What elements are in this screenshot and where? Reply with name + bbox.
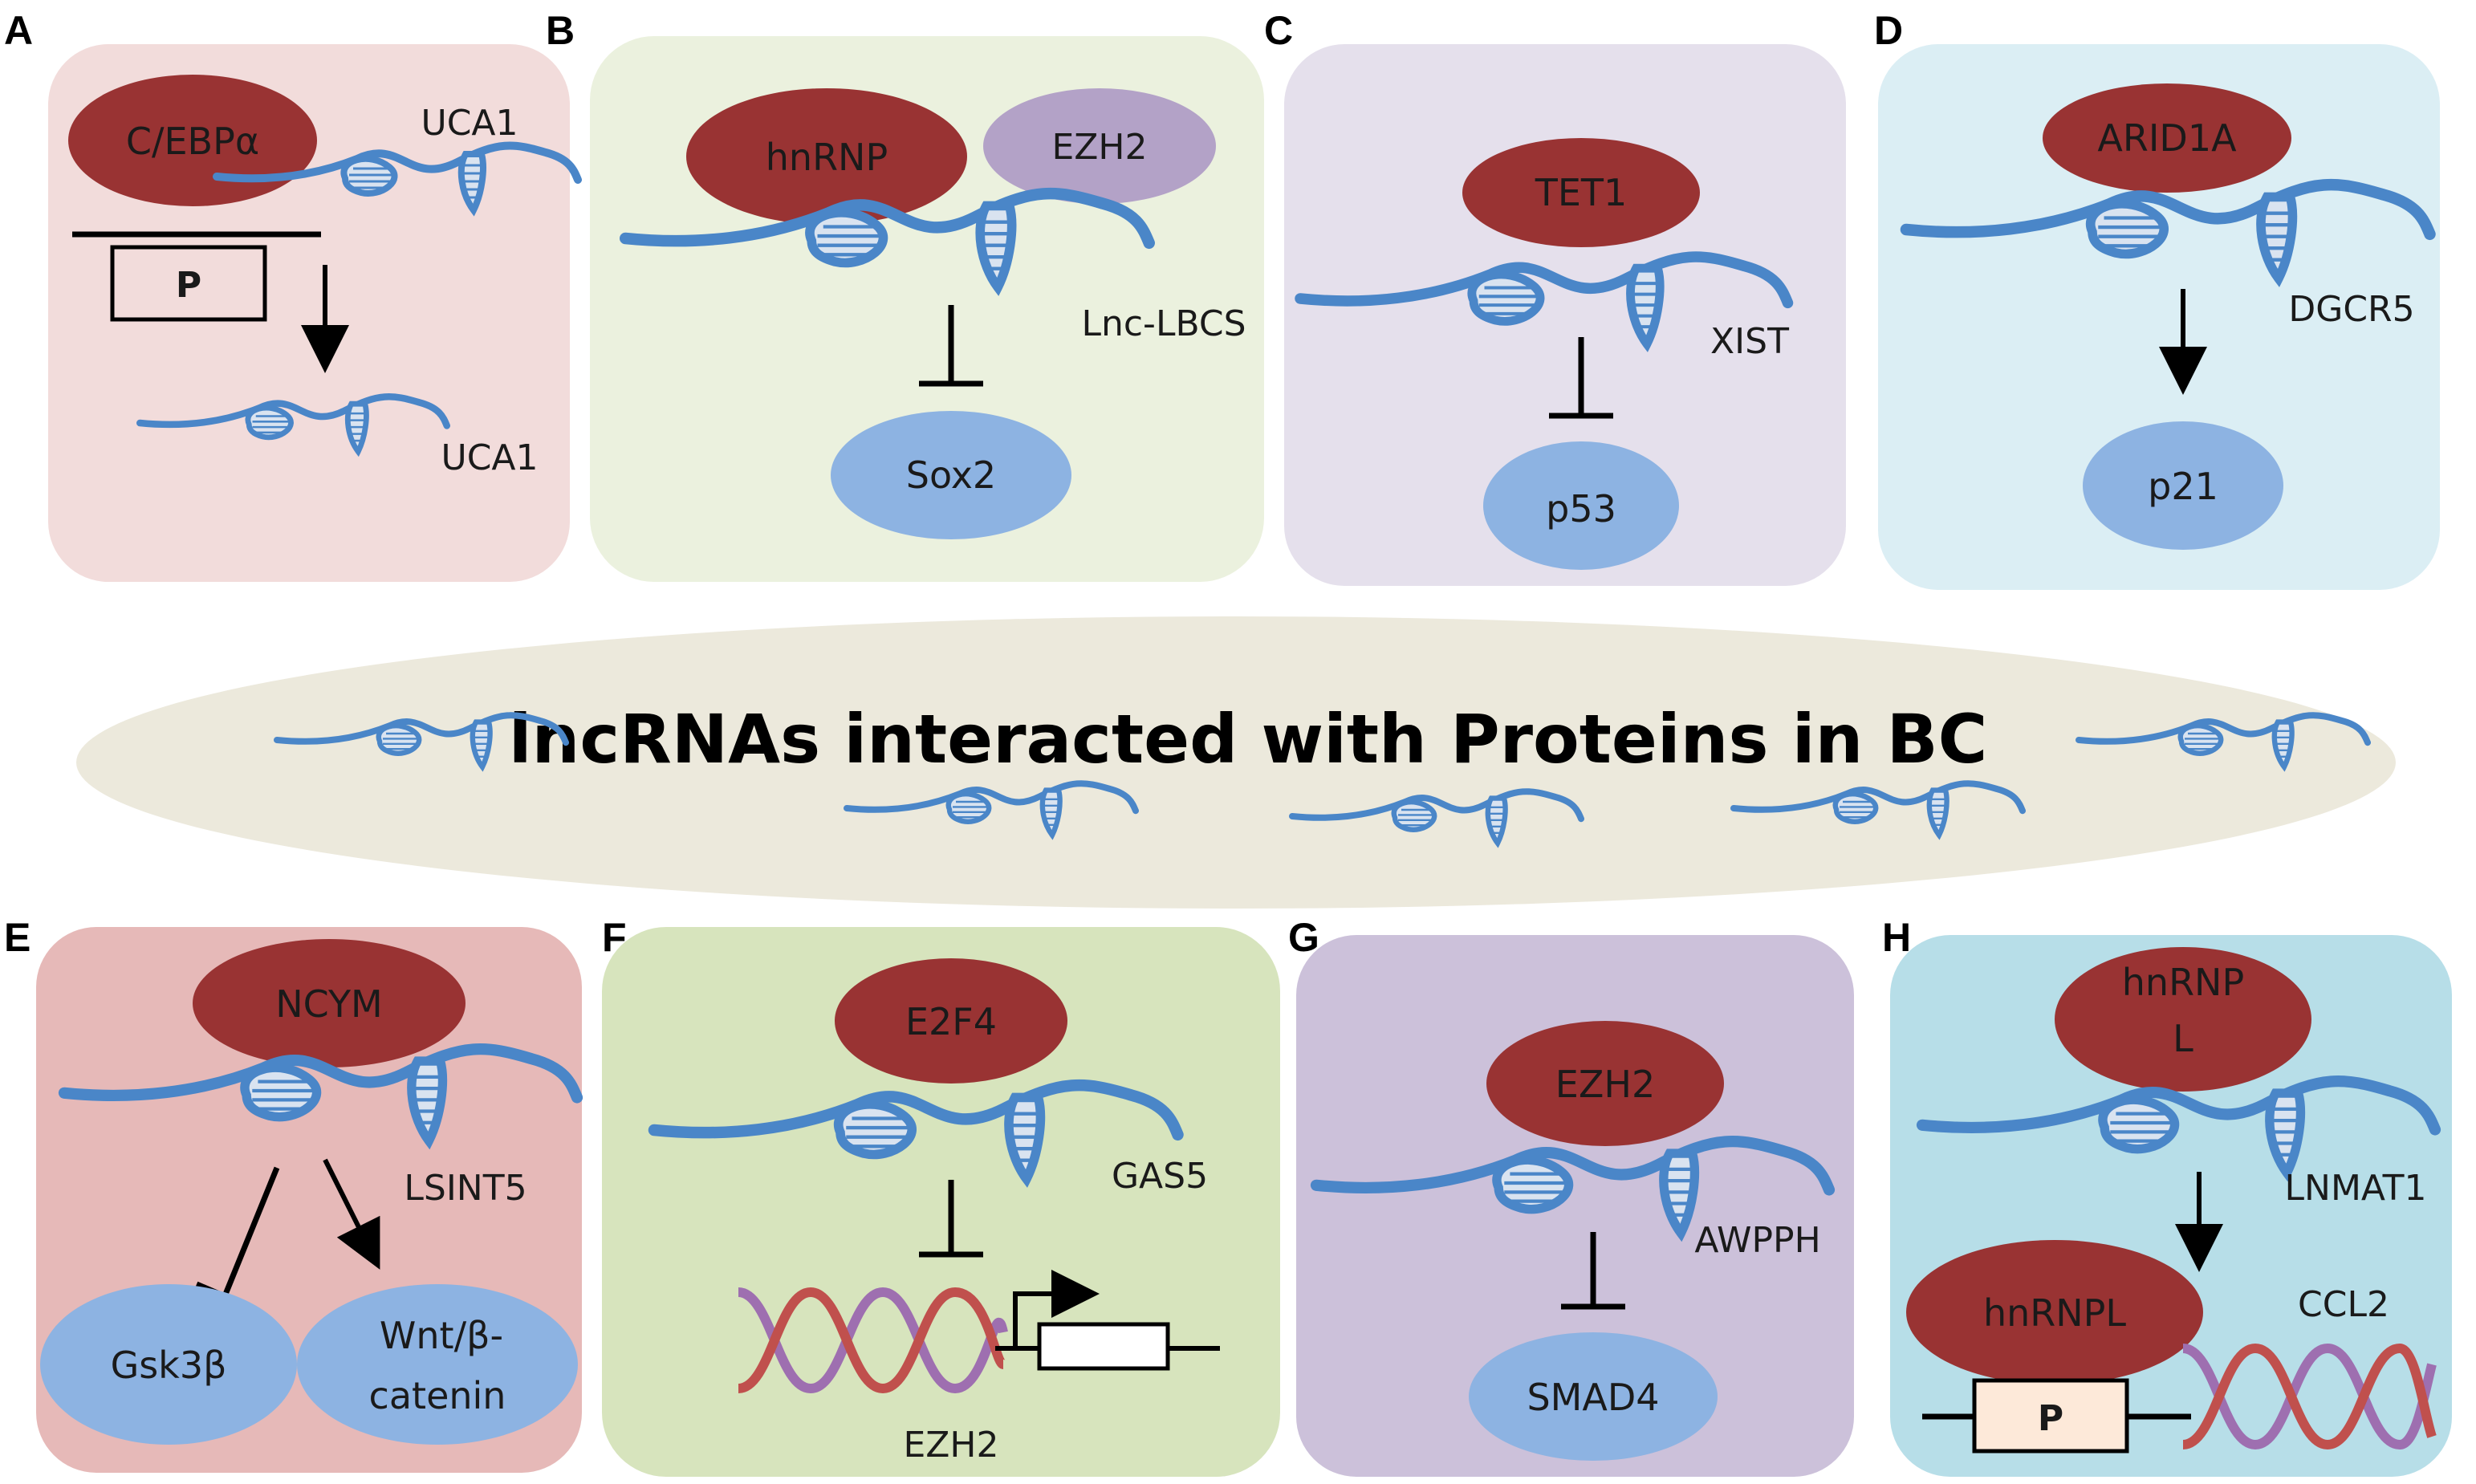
center-band: lncRNAs interacted with Proteins in BC (76, 616, 2396, 909)
protein-label-hnrnpl: hnRNPL (1983, 1291, 2126, 1335)
gene-box-f (1037, 1322, 1170, 1371)
dna-helix-f (737, 1287, 1008, 1394)
panel-letter-c: C (1264, 8, 1293, 53)
lnc-label-lnc-lbcs: Lnc-LBCS (1081, 303, 1246, 344)
protein-label-hnrnp-l-line2: L (2173, 1017, 2193, 1060)
panel-letter-a: A (4, 8, 33, 53)
protein-label-ezh2-g: EZH2 (1555, 1063, 1655, 1106)
dna-helix-h (2181, 1343, 2437, 1450)
lnc-label-awpph: AWPPH (1694, 1220, 1820, 1261)
panel-a: C/EBPα UCA1 P UCA1 (48, 44, 578, 582)
target-label-p21: p21 (2148, 465, 2218, 508)
promoter-box-h (1972, 1378, 2129, 1454)
protein-oval-ezh2-b (983, 88, 1216, 204)
inhibition-line-e (222, 1166, 280, 1298)
protein-oval-hnrnpl (1906, 1240, 2203, 1384)
target-oval-sox2 (831, 411, 1071, 539)
target-label-gsk3b: Gsk3β (111, 1344, 227, 1387)
target-oval-p53 (1483, 441, 1679, 570)
lnc-label-uca1-top: UCA1 (421, 103, 518, 144)
arrow-activation-e (323, 1158, 380, 1270)
target-label-p53: p53 (1546, 487, 1616, 531)
protein-oval-tet1 (1462, 138, 1700, 247)
promoter-box (110, 245, 267, 322)
lnc-label-uca1-bottom: UCA1 (441, 437, 538, 478)
lnc-label-gas5: GAS5 (1112, 1156, 1208, 1197)
panel-f: E2F4 GAS5 EZH2 (602, 927, 1280, 1477)
protein-oval-e2f4 (835, 958, 1067, 1084)
promoter-label-a: P (176, 265, 201, 306)
promoter-label-h: P (2038, 1398, 2063, 1439)
protein-label-hnrnp: hnRNP (766, 136, 888, 179)
panel-c: TET1 XIST p53 (1284, 44, 1846, 586)
protein-label-tet1: TET1 (1535, 171, 1628, 214)
panel-letter-b: B (546, 8, 575, 53)
protein-label-arid1a: ARID1A (2097, 116, 2237, 160)
target-oval-wnt-catenin (297, 1284, 578, 1445)
panel-d-background (1878, 44, 2440, 590)
protein-oval-ezh2-g (1486, 1021, 1724, 1146)
protein-label-ncym: NCYM (275, 982, 383, 1026)
protein-oval-ncym (193, 939, 466, 1067)
panel-letter-e: E (4, 915, 30, 960)
lnc-label-xist: XIST (1710, 321, 1789, 362)
protein-label-hnrnp-l-line1: hnRNP (2122, 961, 2244, 1004)
panel-b: hnRNP EZH2 Lnc-LBCS Sox2 (590, 36, 1264, 582)
panel-letter-f: F (602, 915, 627, 960)
panel-d: ARID1A DGCR5 p21 (1878, 44, 2440, 590)
panel-letter-d: D (1874, 8, 1903, 53)
protein-oval-hnrnp-l (2055, 947, 2311, 1092)
gene-label-ccl2: CCL2 (2298, 1284, 2389, 1325)
protein-label-cebpa: C/EBPα (126, 120, 259, 163)
target-oval-gsk3b (40, 1284, 297, 1445)
lnc-label-dgcr5: DGCR5 (2288, 289, 2414, 330)
target-label-sox2: Sox2 (906, 453, 996, 497)
panel-letter-g: G (1288, 915, 1319, 960)
diagram-title: lncRNAs interacted with Proteins in BC (509, 700, 1988, 779)
protein-label-e2f4: E2F4 (905, 1000, 997, 1043)
target-label-wnt-line1: Wnt/β- (380, 1314, 503, 1357)
panel-letter-h: H (1882, 915, 1911, 960)
protein-oval-arid1a (2043, 83, 2291, 193)
panel-c-background (1284, 44, 1846, 586)
lnc-label-lnmat1: LNMAT1 (2285, 1168, 2427, 1209)
target-oval-p21 (2083, 421, 2283, 550)
target-label-smad4: SMAD4 (1527, 1376, 1659, 1419)
panel-e: NCYM LSINT5 Gsk3β Wnt/β- catenin (36, 927, 582, 1473)
panel-h: hnRNP L LNMAT1 hnRNPL CCL2 P (1890, 935, 2452, 1477)
panel-g: EZH2 AWPPH SMAD4 (1296, 935, 1854, 1477)
protein-oval-cebpa (68, 75, 317, 206)
gene-label-ezh2: EZH2 (903, 1425, 998, 1466)
target-label-wnt-line2: catenin (369, 1374, 506, 1417)
protein-label-ezh2-b: EZH2 (1051, 127, 1147, 168)
transcription-start-arrow (1013, 1270, 1100, 1348)
center-band-ellipse (76, 616, 2396, 909)
protein-oval-hnrnp (686, 88, 967, 225)
lnc-label-lsint5: LSINT5 (404, 1168, 527, 1209)
target-oval-smad4 (1469, 1332, 1718, 1461)
